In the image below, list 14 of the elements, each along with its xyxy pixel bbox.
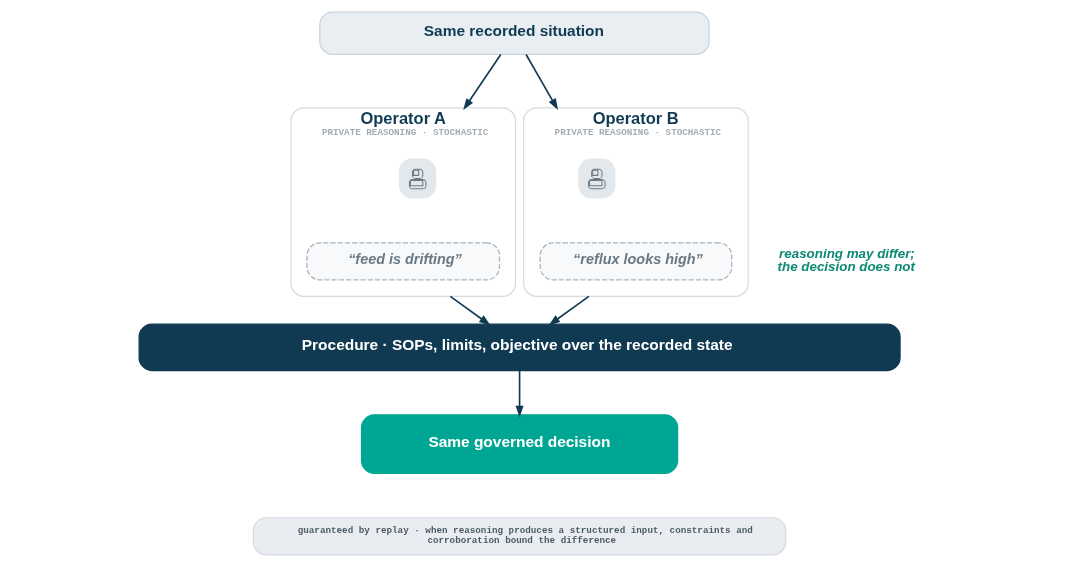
arrow bbox=[525, 53, 559, 111]
label: reasoning may differ; the decision does not bbox=[777, 245, 915, 275]
node-box: “reflux looks high” bbox=[539, 242, 733, 281]
arrow bbox=[548, 295, 590, 326]
arrow bbox=[515, 370, 524, 418]
arrow bbox=[463, 53, 502, 110]
node-person bbox=[578, 158, 616, 199]
node-box: Procedure · SOPs, limits, objective over the recorded state bbox=[138, 323, 901, 372]
node-box: Same recorded situation bbox=[319, 11, 710, 55]
node-box: guaranteed by replay · when reasoning produces a structured input, constraints and corroboration bound the difference bbox=[252, 517, 787, 556]
node-person bbox=[399, 158, 437, 199]
arrow bbox=[449, 295, 491, 326]
node-box: “feed is drifting” bbox=[306, 242, 501, 281]
node-box: Same governed decision bbox=[360, 414, 679, 475]
